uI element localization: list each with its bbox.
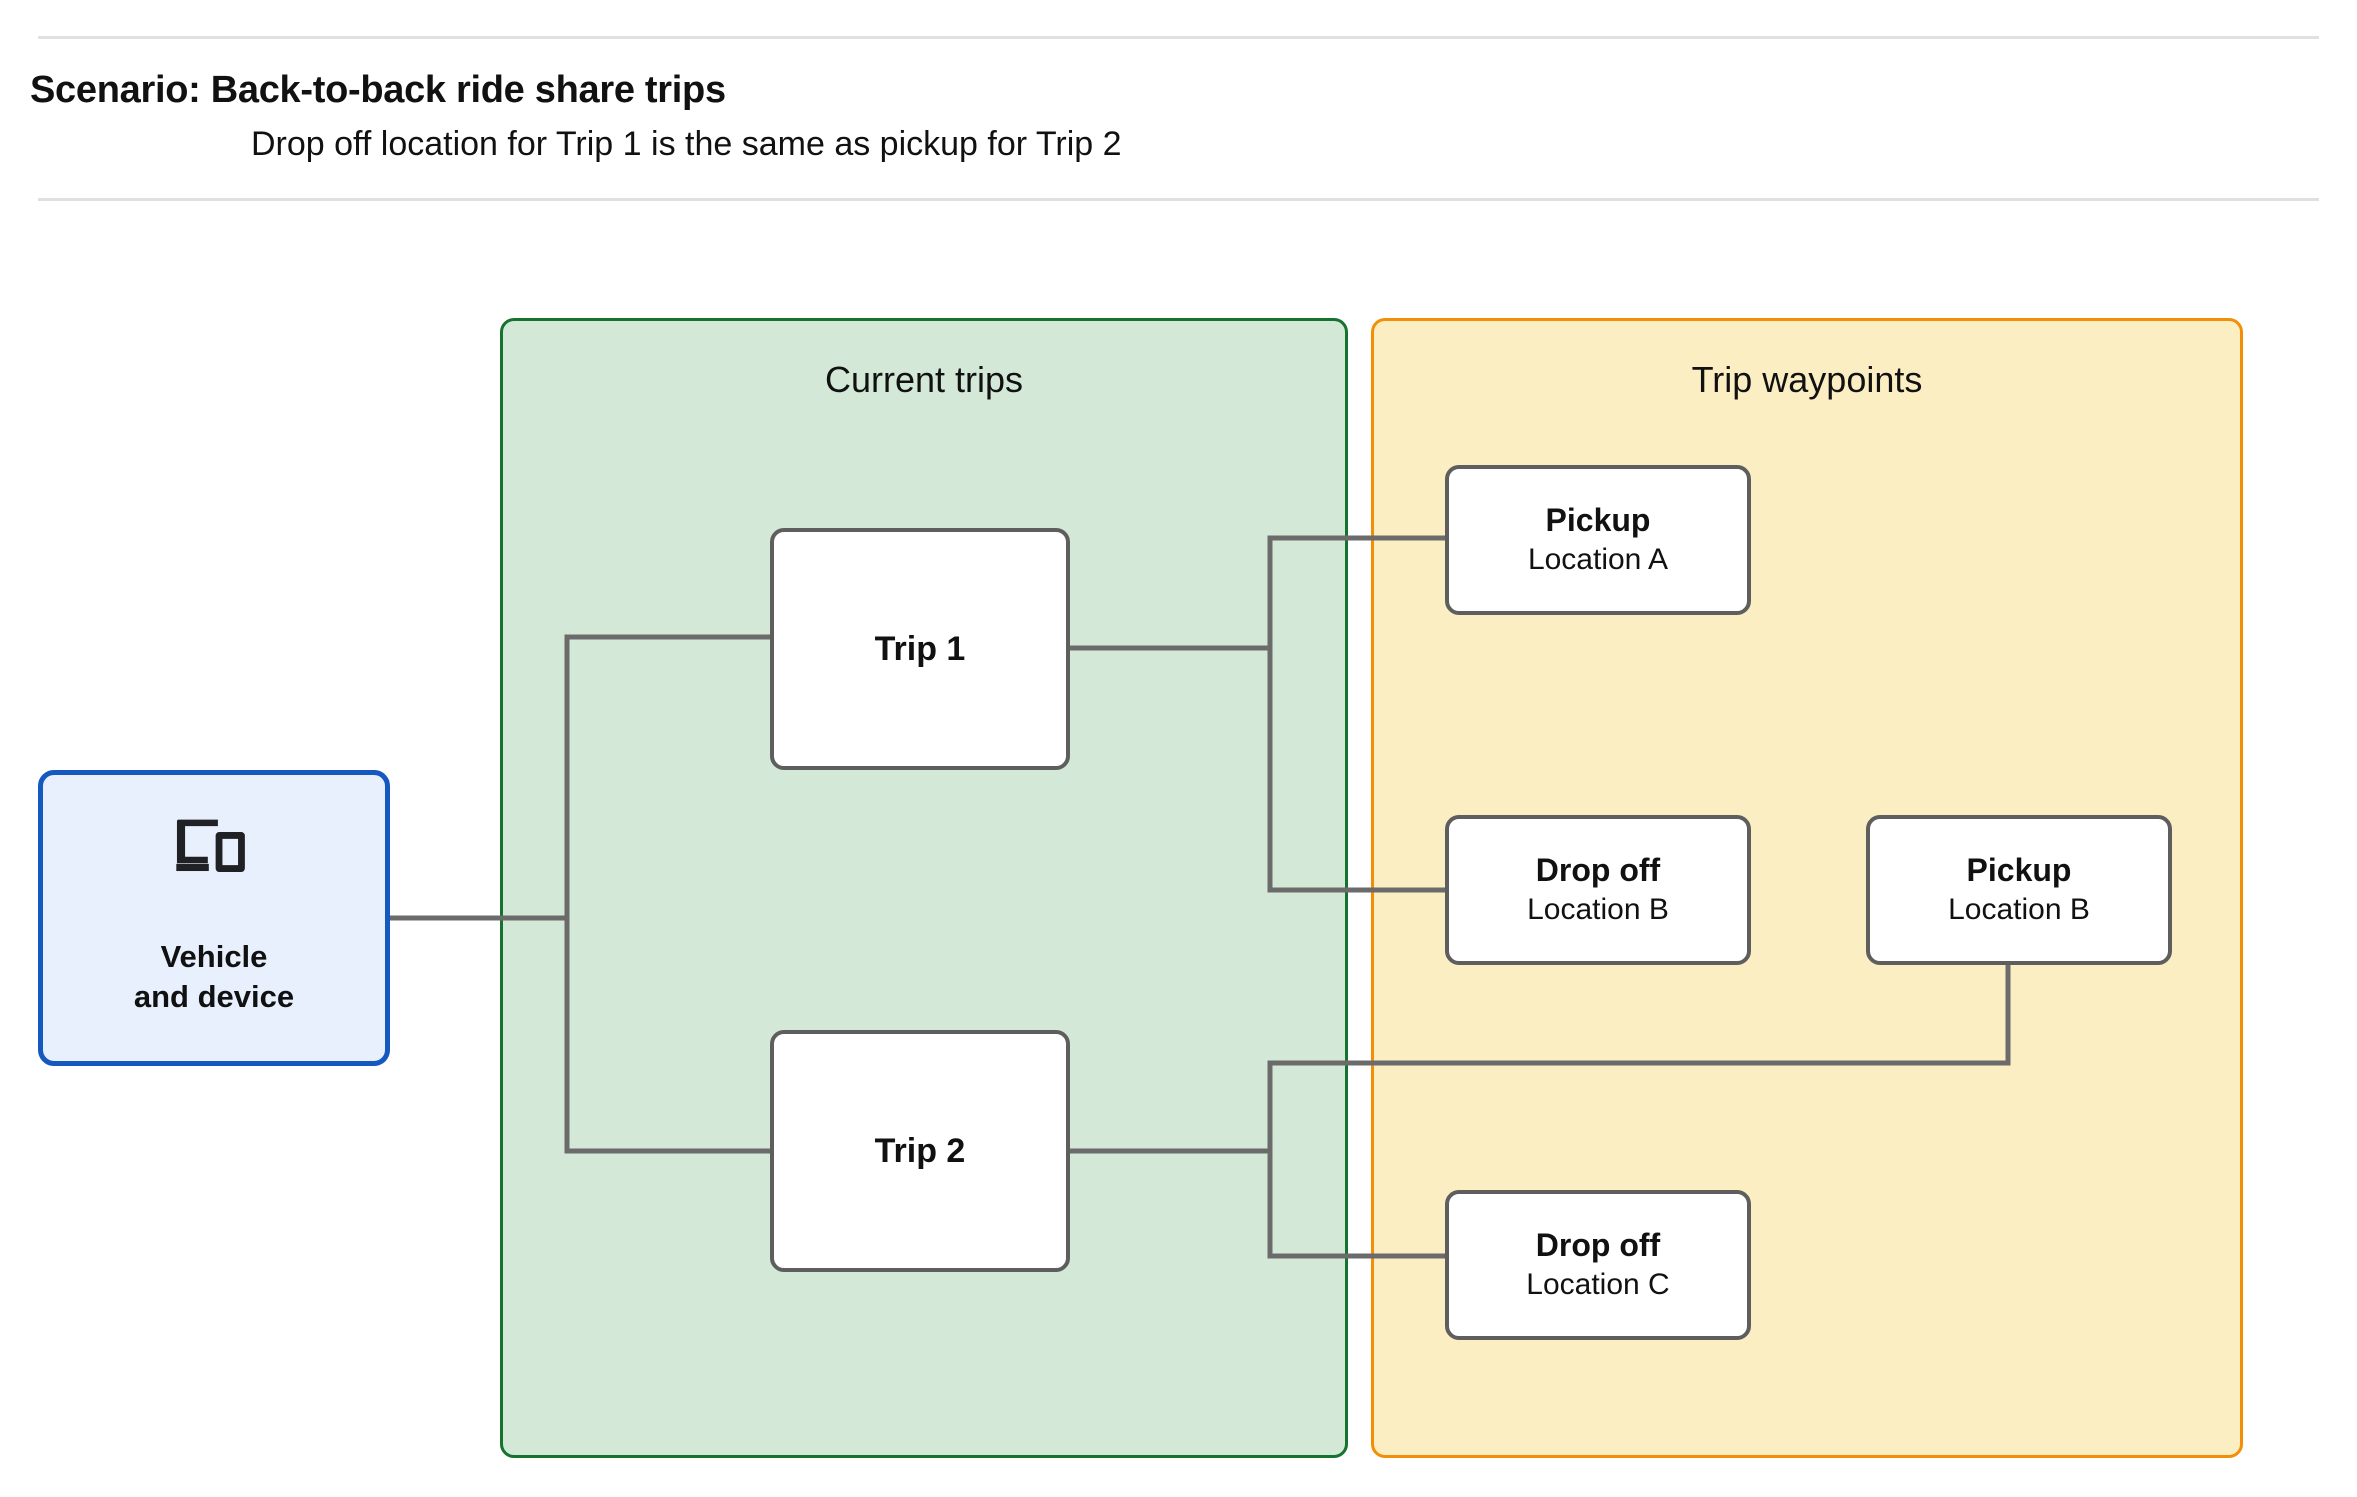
node-trip-1[interactable]: Trip 1 bbox=[770, 528, 1070, 770]
node-trip-2[interactable]: Trip 2 bbox=[770, 1030, 1070, 1272]
node-dropoff-location-b-title: Drop off bbox=[1535, 852, 1661, 889]
panel-trip-waypoints-title: Trip waypoints bbox=[1691, 359, 1923, 400]
node-pickup-location-b[interactable]: Pickup Location B bbox=[1866, 815, 2172, 965]
node-dropoff-location-c[interactable]: Drop off Location C bbox=[1445, 1190, 1751, 1340]
node-pickup-location-a[interactable]: Pickup Location A bbox=[1445, 465, 1751, 615]
panel-current-trips: Current trips bbox=[500, 318, 1348, 1458]
node-pickup-location-a-title: Pickup bbox=[1545, 502, 1651, 539]
node-pickup-location-b-title: Pickup bbox=[1966, 852, 2072, 889]
node-vehicle-label: Vehicle and device bbox=[133, 939, 295, 1014]
node-pickup-location-a-subtitle: Location A bbox=[1527, 542, 1669, 576]
node-dropoff-location-c-subtitle: Location C bbox=[1526, 1267, 1670, 1301]
page-subtitle: Drop off location for Trip 1 is the same… bbox=[251, 125, 1122, 163]
node-trip-2-label: Trip 2 bbox=[874, 1131, 966, 1170]
node-pickup-location-b-subtitle: Location B bbox=[1948, 892, 2090, 926]
node-trip-1-label: Trip 1 bbox=[874, 629, 966, 668]
header-divider-bottom bbox=[38, 198, 2319, 201]
header-divider-top bbox=[38, 36, 2319, 39]
page-title: Scenario: Back-to-back ride share trips bbox=[30, 69, 726, 111]
devices-icon bbox=[176, 819, 245, 872]
node-dropoff-location-b-subtitle: Location B bbox=[1527, 892, 1669, 926]
node-vehicle-and-device[interactable]: Vehicle and device bbox=[38, 770, 390, 1066]
panel-current-trips-title: Current trips bbox=[824, 359, 1024, 400]
node-dropoff-location-b[interactable]: Drop off Location B bbox=[1445, 815, 1751, 965]
node-dropoff-location-c-title: Drop off bbox=[1535, 1227, 1661, 1264]
